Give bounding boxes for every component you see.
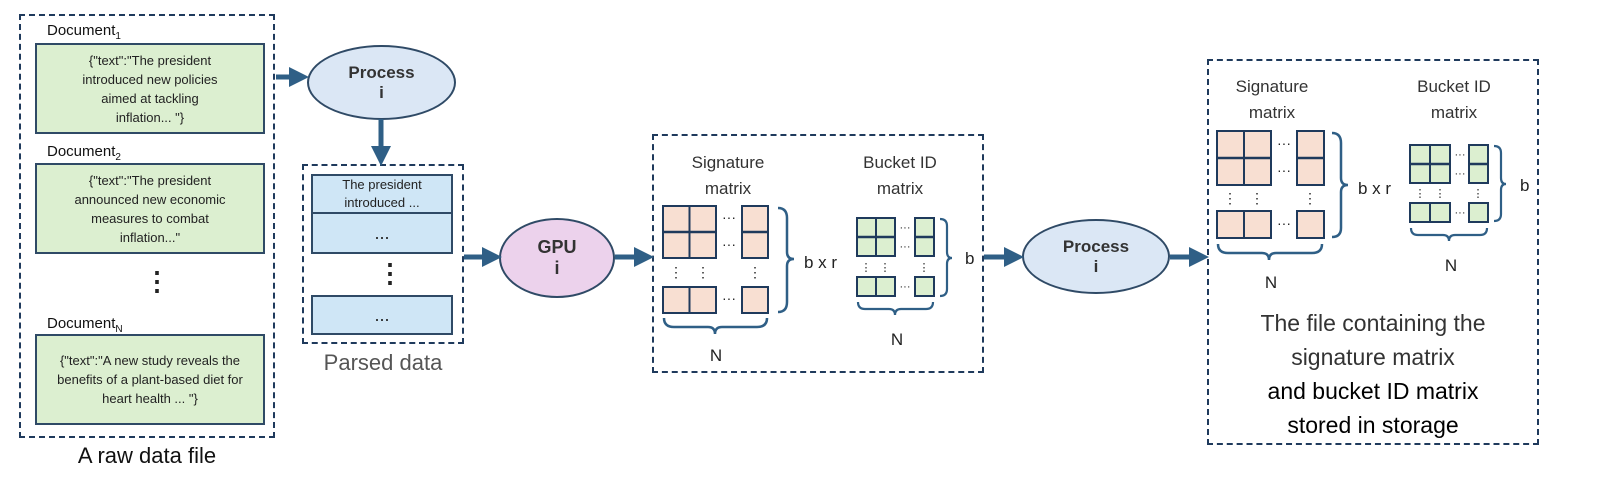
process-top-node: Process i xyxy=(307,45,456,120)
process-top-label: Process xyxy=(348,62,415,82)
parsed-data-caption: Parsed data xyxy=(323,350,443,375)
document-1-box: {"text":"The president introduced new po… xyxy=(35,43,265,134)
middle-bucket-matrix: ··· ··· ··· ⋮ ⋮ ⋮ xyxy=(856,217,953,316)
svg-text:⋮: ⋮ xyxy=(861,262,872,274)
svg-text:···: ··· xyxy=(1455,149,1466,161)
middle-signature-n-label: N xyxy=(710,346,722,365)
storage-caption-line3: and bucket ID matrix xyxy=(1267,378,1479,404)
storage-bucket-dim-label: b xyxy=(1520,176,1529,195)
gpu-label: GPU xyxy=(537,237,577,257)
storage-signature-matrix: ··· ··· ··· ⋮ ⋮ ⋮ xyxy=(1216,130,1349,261)
middle-bucket-dim-label: b xyxy=(965,249,974,268)
parsed-row-n: ... xyxy=(311,295,453,335)
svg-text:⋮: ⋮ xyxy=(1473,188,1484,200)
storage-caption-line2: signature matrix xyxy=(1291,344,1455,370)
document-2-text: {"text":"The president announced new eco… xyxy=(74,172,226,245)
svg-text:···: ··· xyxy=(1277,135,1291,151)
gpu-node: GPU i xyxy=(499,218,615,298)
raw-data-file-caption: A raw data file xyxy=(77,443,217,468)
storage-caption-line4: stored in storage xyxy=(1287,412,1459,438)
svg-text:···: ··· xyxy=(722,290,736,306)
storage-signature-title: Signature matrix xyxy=(1235,77,1309,122)
middle-signature-title: Signature matrix xyxy=(691,153,765,198)
document-n-text: {"text":"A new study reveals the benefit… xyxy=(57,353,243,406)
parsed-ellipsis: ⋮ xyxy=(377,258,403,288)
document-2-box: {"text":"The president announced new eco… xyxy=(35,163,265,254)
middle-bucket-title: Bucket ID matrix xyxy=(863,153,937,198)
document-2-label: Document2 xyxy=(47,143,121,163)
svg-text:⋮: ⋮ xyxy=(696,264,710,280)
process-top-index: i xyxy=(379,82,384,102)
raw-data-file-container xyxy=(19,14,275,438)
middle-signature-dim-label: b x r xyxy=(804,253,837,272)
svg-text:···: ··· xyxy=(1455,168,1466,180)
documents-ellipsis: ⋮ xyxy=(144,266,170,296)
storage-caption: The file containing the signature matrix… xyxy=(1207,306,1539,442)
svg-text:⋮: ⋮ xyxy=(1223,190,1237,206)
middle-signature-matrix: ··· ··· ··· ⋮ ⋮ ⋮ xyxy=(662,205,795,335)
storage-bucket-matrix: ··· ··· ··· ⋮ ⋮ ⋮ xyxy=(1409,144,1507,242)
svg-text:···: ··· xyxy=(900,281,911,293)
svg-text:⋮: ⋮ xyxy=(880,262,891,274)
svg-text:···: ··· xyxy=(1455,207,1466,219)
svg-text:···: ··· xyxy=(722,209,736,225)
document-n-box: {"text":"A new study reveals the benefit… xyxy=(35,334,265,425)
svg-text:⋮: ⋮ xyxy=(748,264,762,280)
process-right-node: Process i xyxy=(1022,219,1170,294)
svg-text:···: ··· xyxy=(722,236,736,252)
svg-text:⋮: ⋮ xyxy=(669,264,683,280)
middle-bucket-n-label: N xyxy=(891,330,903,349)
process-right-index: i xyxy=(1093,256,1099,276)
storage-caption-line1: The file containing the xyxy=(1260,310,1486,336)
svg-text:···: ··· xyxy=(1277,162,1291,178)
storage-signature-n-label: N xyxy=(1265,273,1277,292)
svg-text:···: ··· xyxy=(1277,215,1291,231)
storage-signature-dim-label: b x r xyxy=(1358,179,1391,198)
svg-text:···: ··· xyxy=(900,241,911,253)
gpu-index: i xyxy=(554,258,560,278)
storage-bucket-title: Bucket ID matrix xyxy=(1417,77,1491,122)
document-1-text: {"text":"The president introduced new po… xyxy=(82,52,218,125)
svg-text:⋮: ⋮ xyxy=(1435,188,1446,200)
document-1-label: Document1 xyxy=(47,22,121,42)
parsed-row-2: ... xyxy=(311,212,453,254)
process-right-label: Process xyxy=(1062,236,1130,256)
storage-bucket-n-label: N xyxy=(1445,256,1457,275)
document-n-label: DocumentN xyxy=(47,315,123,335)
svg-text:⋮: ⋮ xyxy=(1303,190,1317,206)
svg-text:⋮: ⋮ xyxy=(919,262,930,274)
svg-text:⋮: ⋮ xyxy=(1415,188,1426,200)
svg-text:···: ··· xyxy=(900,222,911,234)
svg-text:⋮: ⋮ xyxy=(1250,190,1264,206)
